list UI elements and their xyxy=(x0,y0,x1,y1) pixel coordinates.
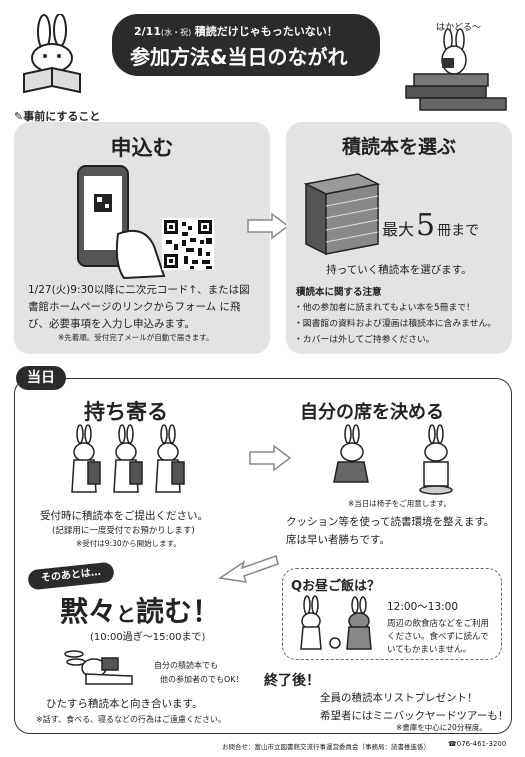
bunny-lying-reading-illustration xyxy=(46,646,136,688)
arrow-right-icon xyxy=(246,212,290,240)
page-title: 参加方法&当日のながれ xyxy=(130,45,348,69)
choose-books-body: 持っていく積読本を選びます。 xyxy=(326,264,472,276)
application-qr-code[interactable] xyxy=(162,218,214,270)
read-time: (10:00過ぎ～15:00まで) xyxy=(90,632,206,643)
bunnies-sitting-illustration xyxy=(320,424,470,496)
apply-panel: 申込む 1/27(火)9:30以降に二次元コード↑、または図書館ホームページのリ… xyxy=(14,122,270,354)
end-note: ※書庫を中心に20分程度。 xyxy=(396,723,487,732)
lunch-body-2: ください。食べずに読んで xyxy=(387,632,489,642)
read-aside-1: 自分の積読本でも xyxy=(154,661,218,670)
choose-books-title: 積読本を選ぶ xyxy=(341,136,456,158)
book-limit-number: 5 xyxy=(416,208,436,243)
seat-title: 自分の席を決める xyxy=(300,402,444,423)
read-body: ひたすら積読本と向き合います。 xyxy=(46,698,203,710)
header-bunny-caption: はかどる～ xyxy=(436,23,482,33)
end-line-2: 希望者にはミニバックヤードツアーも！ xyxy=(320,710,509,722)
bring-note: ※受付は9:30から開始します。 xyxy=(76,539,181,548)
header-date: 2/11 xyxy=(134,25,161,38)
read-aside-2: 他の参加者のでもOK！ xyxy=(160,675,244,684)
arrow-right-icon xyxy=(248,444,292,472)
lunch-body-3: いてもかまいません。 xyxy=(387,645,472,655)
day-section-frame xyxy=(14,378,512,734)
lunch-box: Qお昼ご飯は？ 12:00～13:00 周辺の飲食店などをご利用 ください。食べ… xyxy=(282,568,502,660)
footer-phone: 076-461-3200 xyxy=(456,740,507,748)
caution-item: ・図書館の資料および漫画は積読本に含みません。 xyxy=(294,319,497,329)
read-title-b: と xyxy=(116,602,137,626)
chair-note: ※当日は椅子をご用意します。 xyxy=(348,499,452,508)
arrow-down-left-icon xyxy=(216,550,280,586)
bring-title: 持ち寄る xyxy=(84,400,168,424)
header-date-sub: (水・祝) xyxy=(160,28,192,37)
apply-note: ※先着順。受付完了メールが自動で届きます。 xyxy=(58,333,214,342)
lunch-time: 12:00～13:00 xyxy=(387,601,459,613)
apply-body: 1/27(火)9:30以降に二次元コード↑、または図書館ホームページのリンクから… xyxy=(28,284,250,330)
day-section-label: 当日 xyxy=(16,366,66,390)
book-limit-prefix: 最大 xyxy=(382,220,415,239)
seat-body-2: 席は早い者勝ちです。 xyxy=(286,534,390,546)
apply-title: 申込む xyxy=(110,136,174,160)
footer-phone-wrap: ☎076-461-3200 xyxy=(448,740,506,748)
header-bunny-reading xyxy=(14,14,94,96)
pencil-icon: ✎ xyxy=(14,110,24,123)
footer-contact: お問合せ：富山市立図書館交流行事運営委員会（事務局：読書推進係） xyxy=(222,743,430,751)
book-stack-illustration xyxy=(302,170,382,256)
caution-item: ・他の参加者に読まれてもよい本を5冊まで！ xyxy=(294,303,475,313)
bring-body: 受付時に積読本をご提出ください。 xyxy=(40,510,208,522)
header-bubble: 2/11(水・祝) 積読だけじゃもったいない！ 参加方法&当日のながれ xyxy=(112,14,380,76)
phone-icon: ☎ xyxy=(448,740,457,748)
read-title: 黙々と読む！ xyxy=(60,590,220,630)
read-title-c: 読む！ xyxy=(136,595,221,628)
bring-paren: (記録用に一度受付でお預かりします) xyxy=(52,526,195,536)
caution-title: 積読本に関する注意 xyxy=(296,287,382,298)
bunnies-carrying-books-illustration xyxy=(62,424,196,498)
bunnies-eating-illustration xyxy=(293,595,379,655)
header-subtitle: 積読だけじゃもったいない！ xyxy=(194,25,338,38)
lunch-body-1: 周辺の飲食店などをご利用 xyxy=(387,619,490,629)
end-line-1: 全員の積読本リストプレゼント！ xyxy=(320,692,478,704)
read-note: ※話す、食べる、寝るなどの行為はご遠慮ください。 xyxy=(36,715,227,724)
read-title-a: 黙々 xyxy=(60,595,117,628)
phone-scanning-illustration xyxy=(74,164,170,280)
before-section-label: ✎事前にすること xyxy=(14,110,101,123)
lunch-title: Qお昼ご飯は？ xyxy=(291,579,381,594)
caution-item: ・カバーは外してご持参ください。 xyxy=(294,335,435,345)
bunny-on-books-illustration xyxy=(400,28,510,114)
book-limit-suffix: 冊まで xyxy=(437,223,480,239)
header-subtitle-line: 2/11(水・祝) 積読だけじゃもったいない！ xyxy=(134,23,338,39)
seat-body-1: クッション等を使って読書環境を整えます。 xyxy=(286,516,495,528)
end-title: 終了後！ xyxy=(264,673,320,689)
